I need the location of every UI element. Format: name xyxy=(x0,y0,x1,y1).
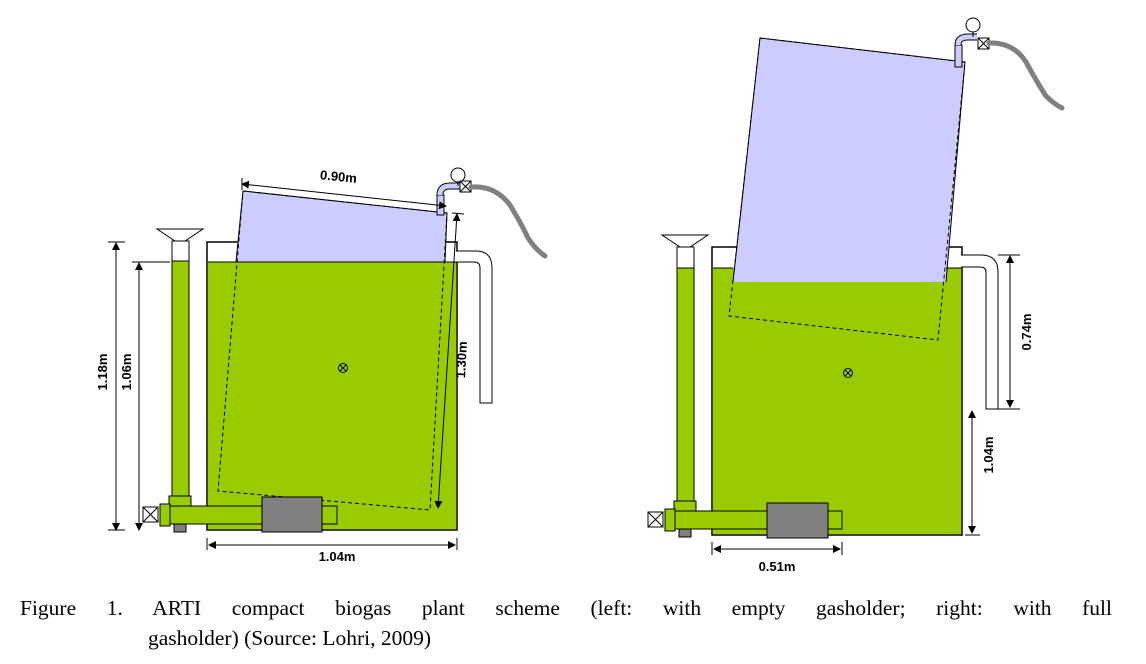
left-gas-valve-icon xyxy=(450,167,472,193)
right-gas-valve-icon xyxy=(965,17,990,50)
left-inlet-funnel xyxy=(155,228,205,242)
right-pump-box xyxy=(766,502,829,539)
right-dim-lower: 1.04m xyxy=(981,437,996,474)
left-center-mark xyxy=(338,363,348,373)
left-dim-gasholder-height: 1.30m xyxy=(453,341,470,379)
figure-caption: Figure 1. ARTI compact biogas plant sche… xyxy=(20,593,1112,653)
left-inlet-pipe xyxy=(171,260,190,497)
caption-line-1: Figure 1. ARTI compact biogas plant sche… xyxy=(20,596,1112,620)
right-inlet-funnel xyxy=(660,234,710,248)
left-drain-valve-icon xyxy=(142,506,159,523)
left-dim-gasholder-width: 0.90m xyxy=(319,167,357,186)
right-dim-bottom: 0.51m xyxy=(759,559,796,574)
right-gasholder-solid-left xyxy=(732,37,761,283)
right-gasholder-drum xyxy=(728,37,966,341)
left-dim-width: 1.04m xyxy=(319,549,356,564)
right-gas-hose xyxy=(986,40,1065,111)
right-gasholder-top xyxy=(759,37,966,63)
right-plant-full-gasholder: 0.51m 0.74m 1.04m xyxy=(647,17,1065,574)
right-gasholder-solid-right xyxy=(945,61,966,283)
right-inlet-pipe xyxy=(676,267,695,502)
left-dim-height-outer: 1.18m xyxy=(95,354,110,391)
right-dim-upper: 0.74m xyxy=(1019,314,1034,351)
left-gas-hose xyxy=(468,184,548,259)
right-gasholder-gas xyxy=(733,38,965,282)
right-drain-valve-icon xyxy=(647,511,664,528)
right-center-mark xyxy=(843,368,853,378)
left-pump-box xyxy=(261,496,323,533)
right-overflow-pipe xyxy=(961,254,999,410)
caption-line-2: gasholder) (Source: Lohri, 2009) xyxy=(148,626,432,650)
right-slurry xyxy=(713,268,961,534)
left-plant-empty-gasholder: 0.90m 1.30m 1.04m 1.18m 1.06m xyxy=(95,167,548,564)
left-dim-height-inner: 1.06m xyxy=(119,354,134,391)
left-slurry xyxy=(208,262,456,529)
left-overflow-pipe xyxy=(456,250,493,404)
